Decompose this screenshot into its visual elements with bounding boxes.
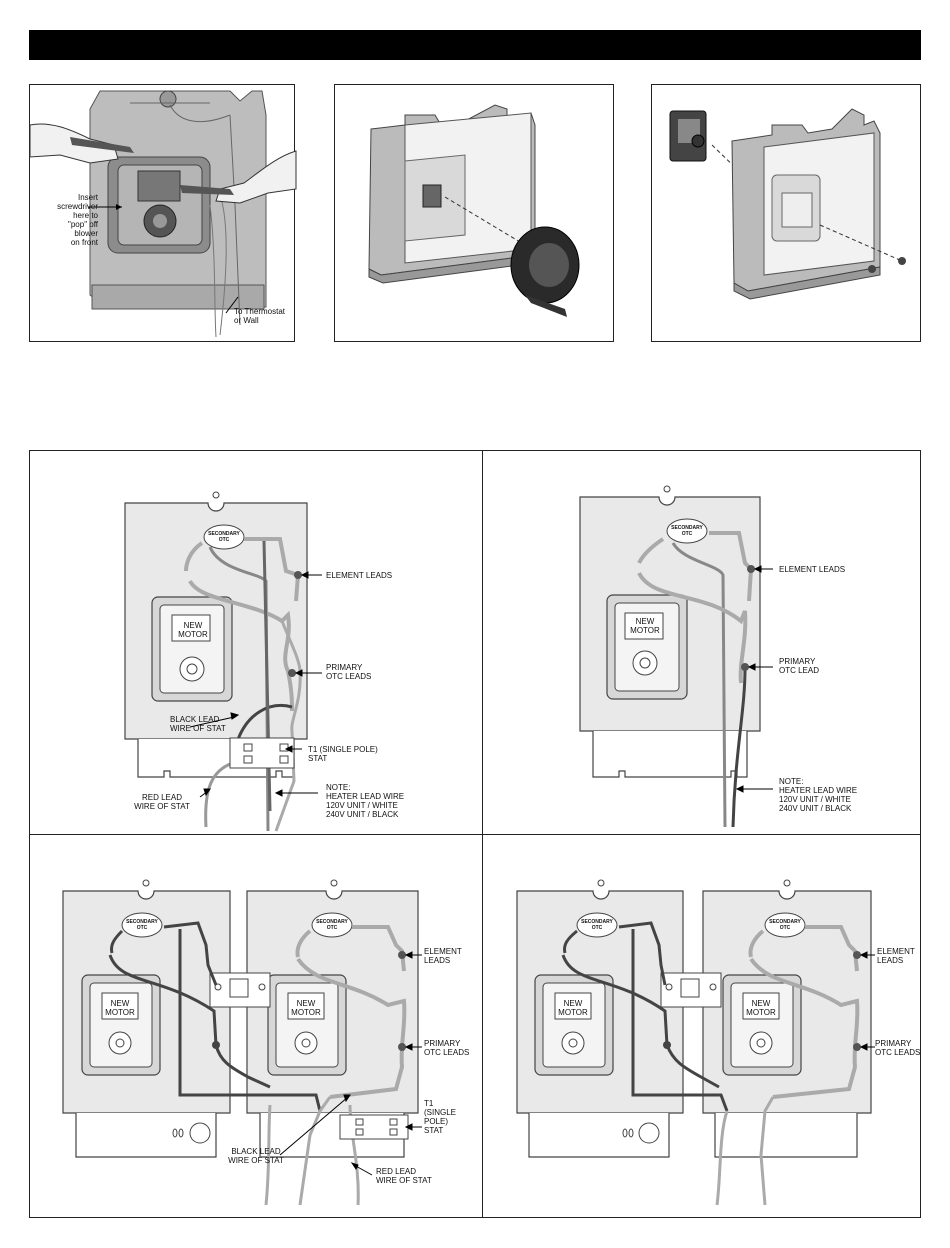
d3-secondary-otc-right-label: SECONDARY OTC [316, 919, 348, 931]
d3-motor-left-label: NEW MOTOR [105, 999, 135, 1017]
d3-element-leads-label: ELEMENT LEADS [424, 947, 462, 965]
d4-motor-left-label: NEW MOTOR [558, 999, 588, 1017]
d2-primary-otc-label: PRIMARY OTC LEAD [779, 657, 820, 675]
d2-note-label: NOTE: HEATER LEAD WIRE 120V UNIT / WHITE… [779, 777, 858, 813]
screwdriver-note: Insert screwdriver here to "pop" off blo… [57, 193, 98, 247]
d4-secondary-otc-right-label: SECONDARY OTC [769, 919, 801, 931]
d2-motor-label: NEW MOTOR [630, 617, 660, 635]
heater-chassis-illustration [29, 90, 297, 338]
d4-element-leads-label: ELEMENT LEADS [877, 947, 915, 965]
d3-black-lead-label: BLACK LEAD WIRE OF STAT [228, 1147, 284, 1165]
section-header-bar [29, 30, 921, 60]
d2-secondary-otc-label: SECONDARY OTC [671, 525, 703, 537]
photo-blower-removed [334, 84, 614, 342]
d4-primary-otc-label: PRIMARY OTC LEADS [875, 1039, 921, 1057]
thermostat-note: To Thermostat or Wall [234, 307, 285, 325]
chassis-with-blower-illustration [368, 104, 580, 317]
diagram-no-stat: SECONDARY OTC NEW MOTOR ELEMENT LEADS PR… [483, 451, 921, 834]
d1-element-leads-label: ELEMENT LEADS [326, 571, 393, 580]
photo-motor-removed [651, 84, 921, 342]
d1-t1-stat-label: T1 (SINGLE POLE) STAT [308, 745, 378, 763]
chassis-with-motor-illustration [669, 108, 906, 300]
d2-element-leads-label: ELEMENT LEADS [779, 565, 846, 574]
d4-secondary-otc-left-label: SECONDARY OTC [581, 919, 613, 931]
d3-red-lead-label: RED LEAD WIRE OF STAT [376, 1167, 432, 1185]
d1-primary-otc-label: PRIMARY OTC LEADS [326, 663, 372, 681]
d1-secondary-otc-label: SECONDARY OTC [208, 531, 240, 543]
d3-t1-stat-label: T1 (SINGLE POLE) STAT [424, 1099, 457, 1135]
d3-motor-right-label: NEW MOTOR [291, 999, 321, 1017]
d1-note-label: NOTE: HEATER LEAD WIRE 120V UNIT / WHITE… [326, 783, 405, 819]
diagram4-drawing [516, 879, 875, 1206]
frame-divider-horizontal [29, 834, 921, 835]
diagram2-drawing [579, 485, 773, 828]
diagram1-drawing [124, 491, 322, 832]
diagram-single-stat: SECONDARY OTC NEW MOTOR ELEMENT LEADS PR… [30, 451, 482, 834]
d1-black-lead-label: BLACK LEAD WIRE OF STAT [170, 715, 226, 733]
diagram-dual-no-stat: SECONDARY OTC SECONDARY OTC NEW MOTOR NE… [483, 835, 921, 1218]
d1-red-lead-label: RED LEAD WIRE OF STAT [134, 793, 190, 811]
photo-remove-blower: Insert screwdriver here to "pop" off blo… [29, 84, 297, 342]
d4-motor-right-label: NEW MOTOR [746, 999, 776, 1017]
diagram-dual-with-stat: SECONDARY OTC SECONDARY OTC NEW MOTOR NE… [30, 835, 482, 1218]
d3-secondary-otc-left-label: SECONDARY OTC [126, 919, 158, 931]
d3-primary-otc-label: PRIMARY OTC LEADS [424, 1039, 470, 1057]
diagram3-drawing [62, 879, 422, 1206]
d1-motor-label: NEW MOTOR [178, 621, 208, 639]
